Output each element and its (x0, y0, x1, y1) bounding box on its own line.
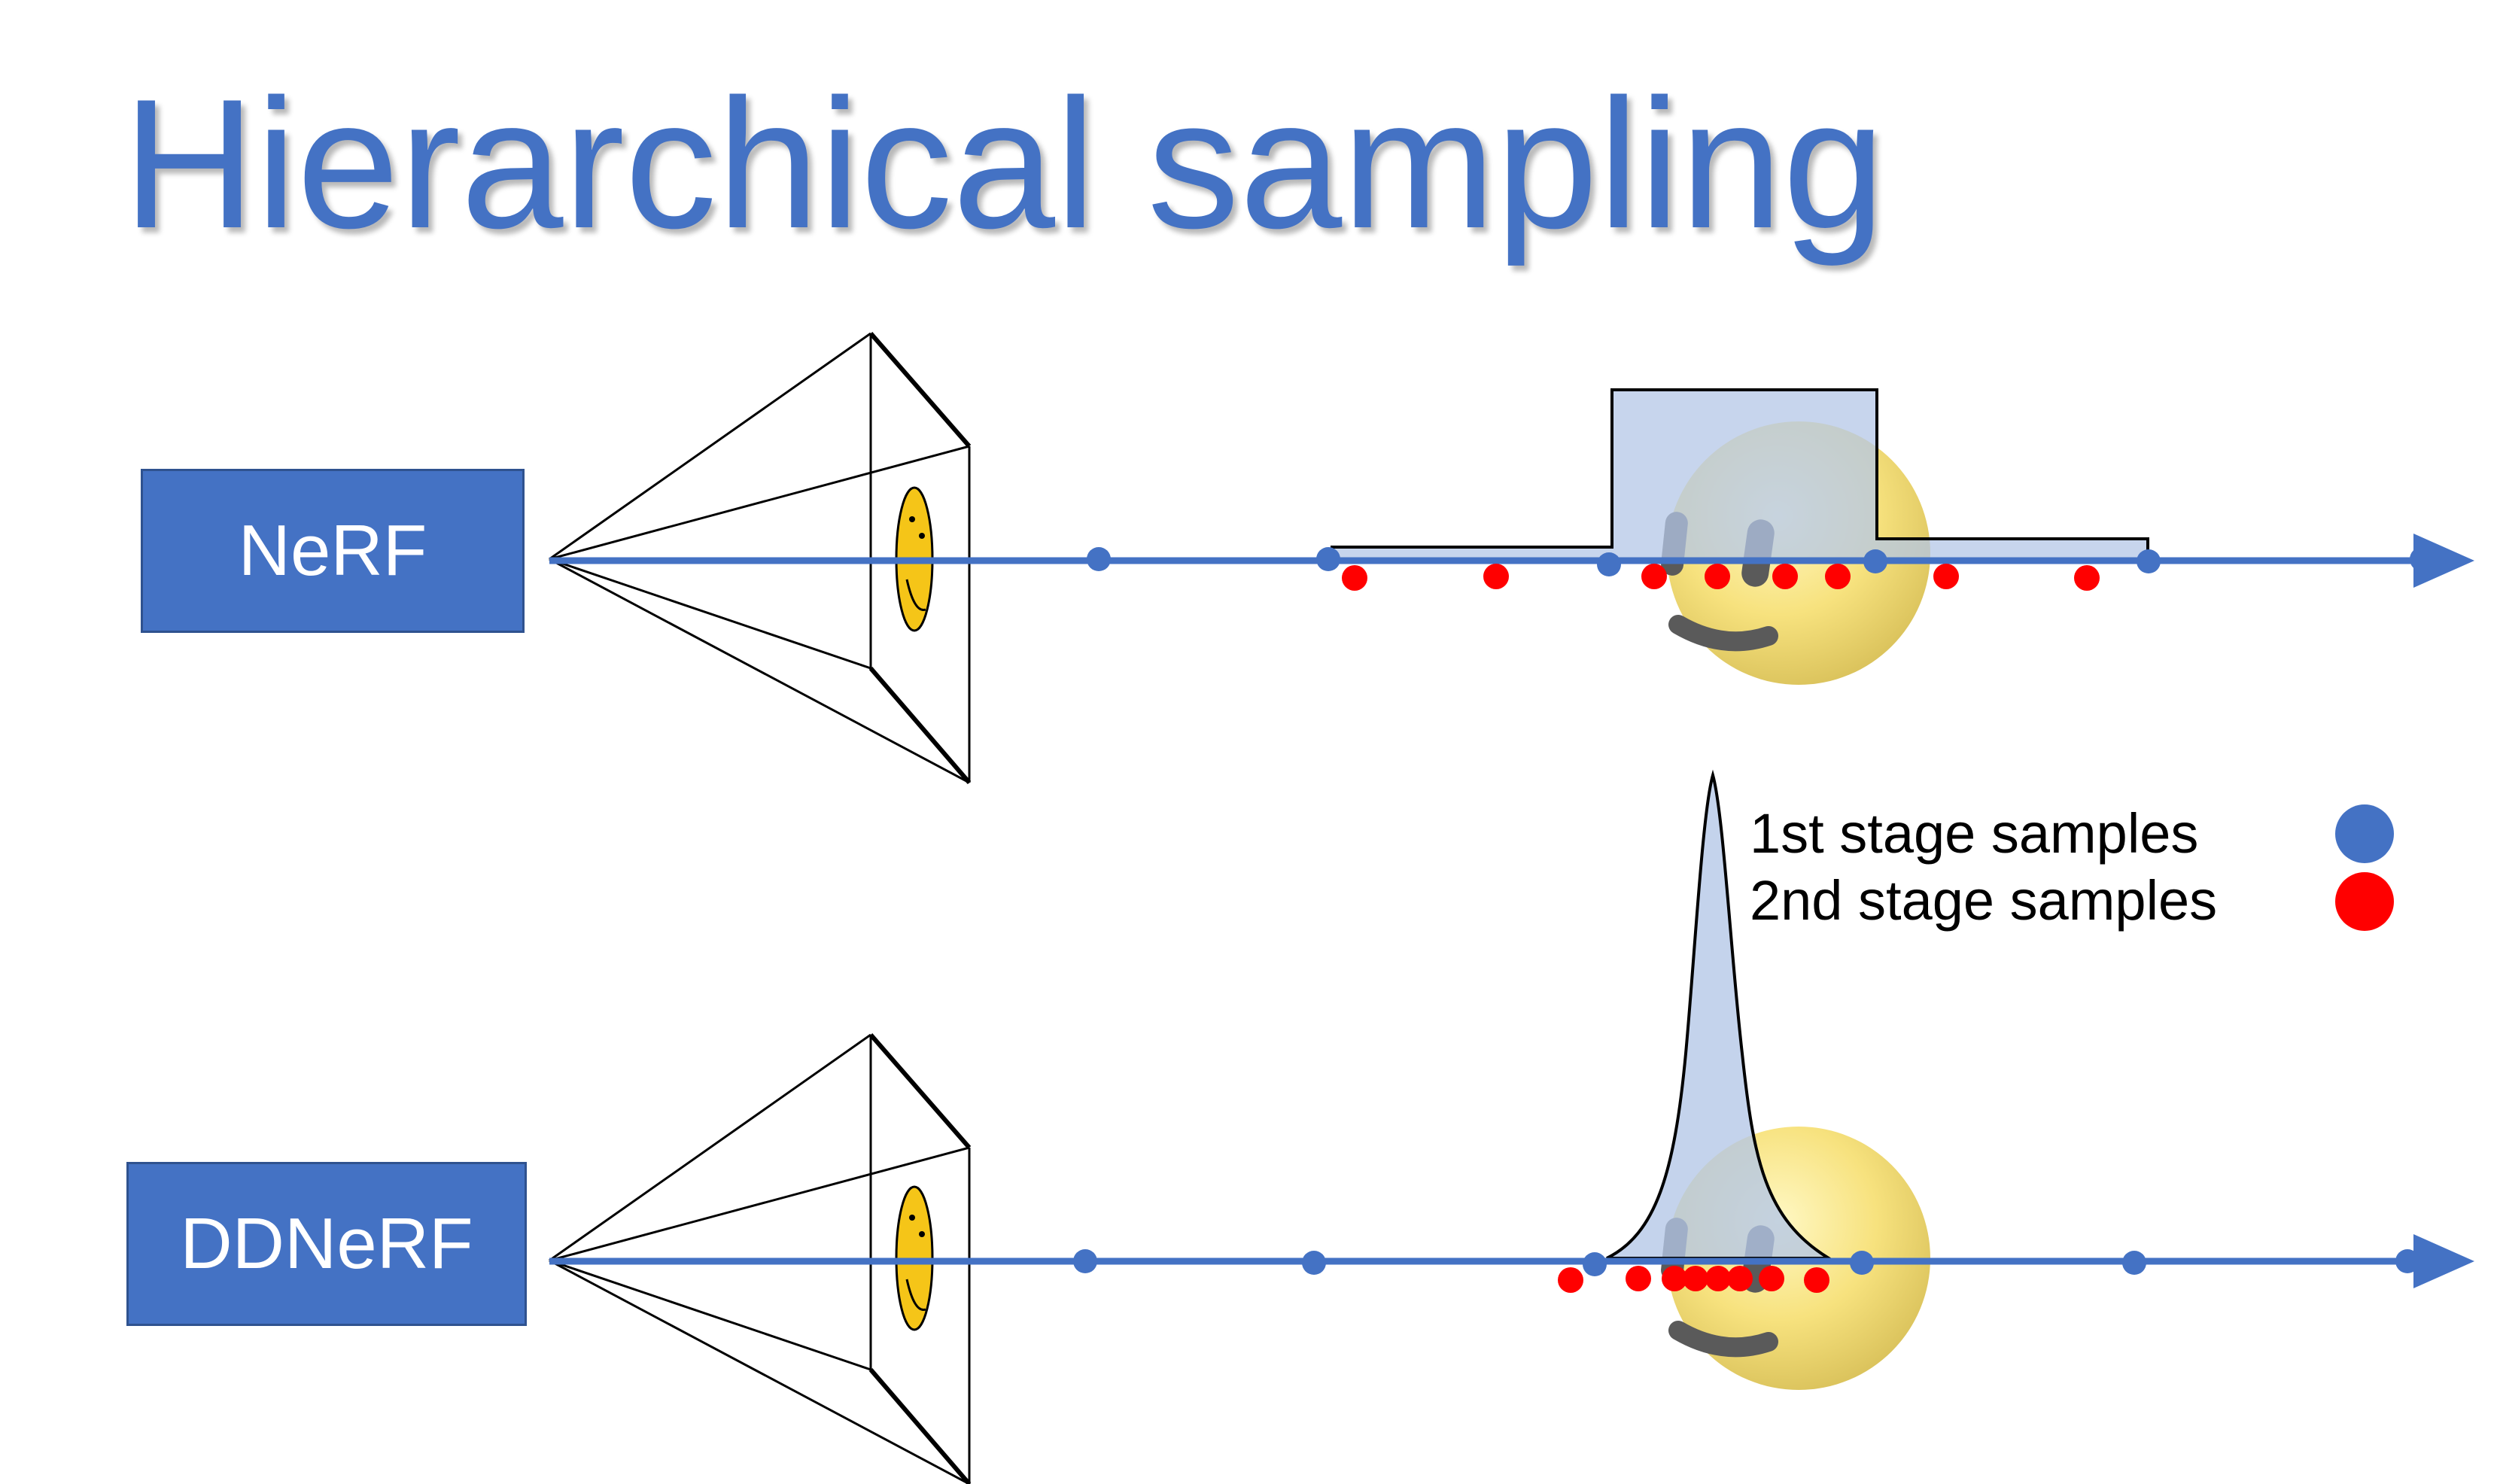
nerf-second-stage-samples (1342, 564, 2100, 591)
ddnerf-first-stage-sample (1583, 1252, 1607, 1276)
page-title: Hierarchical sampling (123, 60, 1885, 266)
nerf-second-stage-sample (1483, 564, 1509, 589)
nerf-label-box: NeRF (141, 469, 525, 633)
ddnerf-second-stage-sample (1759, 1266, 1784, 1291)
ddnerf-second-stage-sample (1705, 1266, 1731, 1291)
ddnerf-row (549, 769, 2474, 1484)
nerf-second-stage-sample (1705, 564, 1730, 589)
legend: 1st stage samples 2nd stage samples (1750, 802, 2394, 932)
ddnerf-first-stage-sample (2395, 1249, 2419, 1273)
ddnerf-second-stage-sample (1558, 1267, 1583, 1293)
ddnerf-second-stage-sample (1626, 1266, 1651, 1291)
ddnerf-first-stage-sample (1302, 1251, 1326, 1275)
ddnerf-label-box: DDNeRF (126, 1162, 527, 1326)
legend-second-stage-label: 2nd stage samples (1750, 869, 2217, 932)
nerf-second-stage-sample (1825, 564, 1851, 589)
ddnerf-first-stage-sample (1850, 1251, 1874, 1275)
nerf-row (549, 332, 2474, 784)
ddnerf-second-stage-sample (1683, 1266, 1708, 1291)
ddnerf-first-stage-sample (1073, 1249, 1097, 1273)
ddnerf-second-stage-sample (1662, 1266, 1687, 1291)
ddnerf-label: DDNeRF (180, 1203, 473, 1284)
ddnerf-first-stage-samples (1073, 1249, 2419, 1276)
ddnerf-fine-distribution (1606, 769, 1835, 1260)
nerf-second-stage-sample (1933, 564, 1959, 589)
ddnerf-second-stage-sample (1727, 1266, 1753, 1291)
ddnerf-second-stage-samples (1558, 1266, 1829, 1293)
nerf-second-stage-sample (1772, 564, 1798, 589)
nerf-coarse-distribution (1331, 388, 2149, 561)
ddnerf-camera-frustum (549, 1033, 972, 1484)
nerf-first-stage-sample (2137, 549, 2161, 573)
legend-second-stage-swatch (2335, 872, 2394, 931)
legend-first-stage-swatch (2335, 804, 2394, 863)
ddnerf-first-stage-sample (2122, 1251, 2146, 1275)
nerf-second-stage-sample (1641, 564, 1667, 589)
nerf-label: NeRF (238, 510, 427, 591)
nerf-first-stage-sample (1597, 552, 1621, 576)
nerf-second-stage-sample (2074, 565, 2100, 591)
nerf-first-stage-sample (1087, 547, 1111, 571)
legend-first-stage-label: 1st stage samples (1750, 802, 2198, 865)
nerf-first-stage-sample (1863, 549, 1887, 573)
nerf-camera-frustum (549, 332, 972, 784)
nerf-first-stage-sample (1316, 547, 1340, 571)
nerf-first-stage-samples (1087, 547, 2434, 576)
nerf-first-stage-sample (2410, 547, 2434, 571)
nerf-second-stage-sample (1342, 565, 1367, 591)
ddnerf-second-stage-sample (1804, 1267, 1829, 1293)
